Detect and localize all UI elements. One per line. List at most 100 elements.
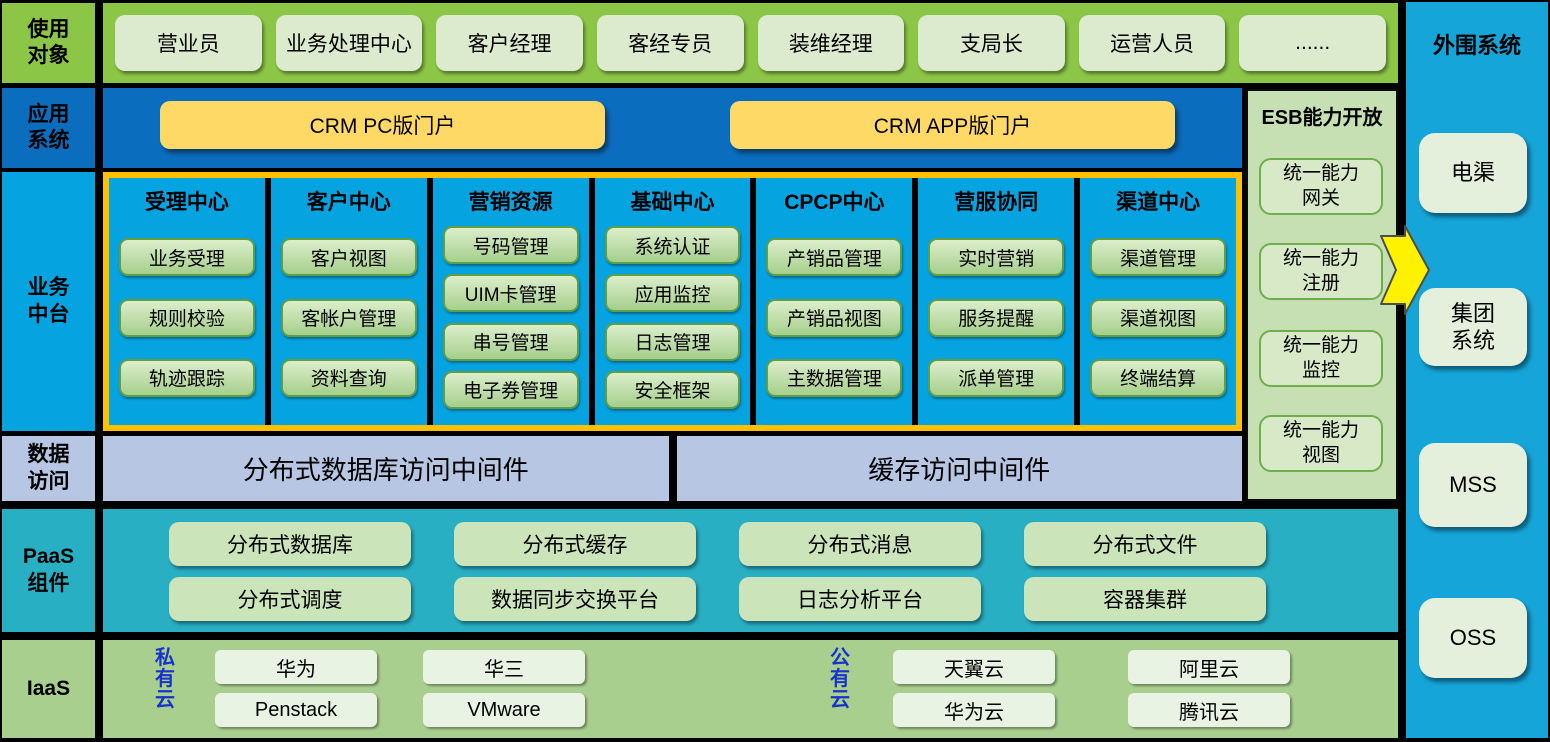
user-role-box: 客经专员 <box>596 15 744 71</box>
external-system-box: MSS <box>1419 443 1527 527</box>
private-cloud-label: 私 有 云 <box>155 647 175 711</box>
midplatform-column: 营销资源号码管理 UIM卡管理串号管理电子券管理 <box>432 178 589 425</box>
paas-component-box: 日志分析平台 <box>739 577 981 621</box>
dataaccess-middleware-box: 缓存访问中间件 <box>676 436 1242 501</box>
user-role-box: 运营人员 <box>1078 15 1226 71</box>
external-system-box: 电渠 <box>1419 133 1527 213</box>
public-cloud-box: 腾讯云 <box>1128 693 1290 727</box>
midplatform-capability-box: 渠道视图 <box>1090 298 1227 337</box>
paas-component-box: 容器集群 <box>1024 577 1266 621</box>
midplatform-capability-box: 渠道管理 <box>1090 238 1227 277</box>
private-cloud-box: 华为 <box>215 650 377 684</box>
midplatform-capability-box: UIM卡管理 <box>442 274 579 313</box>
midplatform-capability-box: 规则校验 <box>119 298 255 337</box>
row-label-midplatform: 业务 中台 <box>2 172 95 431</box>
midplatform-column-body: 号码管理 UIM卡管理串号管理电子券管理 <box>433 216 589 425</box>
midplatform-column-title: 客户中心 <box>306 191 391 214</box>
midplatform-capability-box: 号码管理 <box>442 226 579 265</box>
iaas-row: 私 有 云 华为 华三 Penstack VMware 公 有 云 天翼云 阿里云华为云… <box>103 640 1398 738</box>
row-label-dataaccess: 数据 访问 <box>2 436 95 501</box>
row-label-paas: PaaS 组件 <box>2 509 95 632</box>
midplatform-column: CPCP中心产销品管理产销品视图主数据管理 <box>756 178 913 425</box>
midplatform-capability-box: 系统认证 <box>604 226 741 265</box>
midplatform-capability-box: 产销品视图 <box>766 298 903 337</box>
midplatform-panel: 受理中心业务受理规则校验轨迹跟踪客户中心客户视图客帐户管理资料查询营销资源号码管… <box>103 172 1242 431</box>
external-systems-title: 外围系统 <box>1432 33 1521 58</box>
midplatform-column-title: 营销资源 <box>468 191 553 214</box>
paas-component-box: 分布式数据库 <box>169 522 411 566</box>
midplatform-capability-box: 客户视图 <box>280 238 417 277</box>
esb-capability-box: 统一能力 网关 <box>1259 158 1383 215</box>
esb-capability-box: 统一能力 视图 <box>1259 415 1383 472</box>
dataaccess-row: 分布式数据库访问中间件缓存访问中间件 <box>103 436 1242 501</box>
midplatform-column-title: CPCP中心 <box>784 191 885 214</box>
midplatform-capability-box: 实时营销 <box>928 238 1065 277</box>
midplatform-capability-box: 资料查询 <box>280 358 417 397</box>
public-cloud-label: 公 有 云 <box>830 647 850 711</box>
private-cloud-grid: 华为 华三 Penstack VMware <box>215 650 585 727</box>
midplatform-column-body: 实时营销服务提醒派单管理 <box>918 216 1074 425</box>
midplatform-capability-box: 串号管理 <box>442 322 579 361</box>
midplatform-capability-box: 日志管理 <box>604 322 741 361</box>
midplatform-column-body: 客户视图客帐户管理资料查询 <box>271 216 427 425</box>
midplatform-column-title: 营服协同 <box>954 191 1039 214</box>
external-system-box: 集团 系统 <box>1419 288 1527 366</box>
midplatform-column-title: 渠道中心 <box>1116 191 1201 214</box>
users-row: 营业员业务处理中心客户经理客经专员装维经理支局长运营人员...... <box>103 3 1398 83</box>
midplatform-column-body: 产销品管理产销品视图主数据管理 <box>756 216 912 425</box>
dataaccess-middleware-box: 分布式数据库访问中间件 <box>103 436 669 501</box>
midplatform-capability-box: 服务提醒 <box>928 298 1065 337</box>
paas-row: 分布式数据库分布式缓存分布式消息分布式文件分布式调度数据同步交换平台日志分析平台… <box>103 509 1398 632</box>
midplatform-capability-box: 安全框架 <box>604 370 741 409</box>
crm-app-portal-box: CRM APP版门户 <box>730 101 1175 149</box>
public-cloud-box: 天翼云 <box>893 650 1055 684</box>
paas-component-box: 分布式文件 <box>1024 522 1266 566</box>
user-role-box: ...... <box>1239 15 1386 71</box>
row-label-iaas: IaaS <box>2 640 95 738</box>
esb-to-external-arrow-icon <box>1380 225 1430 315</box>
user-role-box: 支局长 <box>918 15 1065 71</box>
public-cloud-box: 阿里云 <box>1128 650 1290 684</box>
public-cloud-grid: 天翼云 阿里云华为云 腾讯云 <box>893 650 1290 727</box>
external-system-box: OSS <box>1419 598 1527 678</box>
apps-row: CRM PC版门户 CRM APP版门户 <box>103 88 1242 168</box>
private-cloud-box: VMware <box>423 693 585 727</box>
midplatform-column-body: 系统认证应用监控日志管理安全框架 <box>595 216 751 425</box>
user-role-box: 客户经理 <box>436 15 583 71</box>
midplatform-capability-box: 轨迹跟踪 <box>119 358 255 397</box>
paas-component-box: 数据同步交换平台 <box>454 577 696 621</box>
user-role-box: 业务处理中心 <box>275 15 423 71</box>
paas-grid: 分布式数据库分布式缓存分布式消息分布式文件分布式调度数据同步交换平台日志分析平台… <box>169 522 1266 621</box>
midplatform-column-title: 受理中心 <box>144 191 229 214</box>
paas-component-box: 分布式调度 <box>169 577 411 621</box>
midplatform-column: 基础中心系统认证应用监控日志管理安全框架 <box>594 178 751 425</box>
midplatform-capability-box: 业务受理 <box>119 238 255 277</box>
external-systems-panel: 外围系统 电渠集团 系统 MSS OSS <box>1406 2 1548 738</box>
paas-component-box: 分布式缓存 <box>454 522 696 566</box>
crm-pc-portal-box: CRM PC版门户 <box>160 101 605 149</box>
esb-capability-box: 统一能力 监控 <box>1259 330 1383 387</box>
midplatform-column-body: 渠道管理渠道视图终端结算 <box>1080 216 1236 425</box>
midplatform-column: 渠道中心渠道管理渠道视图终端结算 <box>1080 178 1237 425</box>
midplatform-capability-box: 派单管理 <box>928 358 1065 397</box>
private-cloud-box: 华三 <box>423 650 585 684</box>
esb-panel: ESB能力开放 统一能力 网关统一能力 注册统一能力 监控统一能力 视图 <box>1246 89 1398 501</box>
row-label-users: 使用 对象 <box>2 3 95 83</box>
user-role-box: 装维经理 <box>757 15 905 71</box>
midplatform-column: 受理中心业务受理规则校验轨迹跟踪 <box>109 178 265 425</box>
row-label-apps: 应用 系统 <box>2 88 95 168</box>
midplatform-column-body: 业务受理规则校验轨迹跟踪 <box>109 216 265 425</box>
midplatform-capability-box: 电子券管理 <box>442 370 579 409</box>
midplatform-capability-box: 应用监控 <box>604 274 741 313</box>
public-cloud-box: 华为云 <box>893 693 1055 727</box>
private-cloud-box: Penstack <box>215 693 377 727</box>
esb-capability-box: 统一能力 注册 <box>1259 243 1383 300</box>
user-role-box: 营业员 <box>115 15 262 71</box>
midplatform-capability-box: 终端结算 <box>1090 358 1227 397</box>
esb-panel-title: ESB能力开放 <box>1261 107 1383 129</box>
paas-component-box: 分布式消息 <box>739 522 981 566</box>
midplatform-column: 客户中心客户视图客帐户管理资料查询 <box>270 178 427 425</box>
midplatform-column-title: 基础中心 <box>630 191 715 214</box>
midplatform-column: 营服协同实时营销服务提醒派单管理 <box>918 178 1075 425</box>
